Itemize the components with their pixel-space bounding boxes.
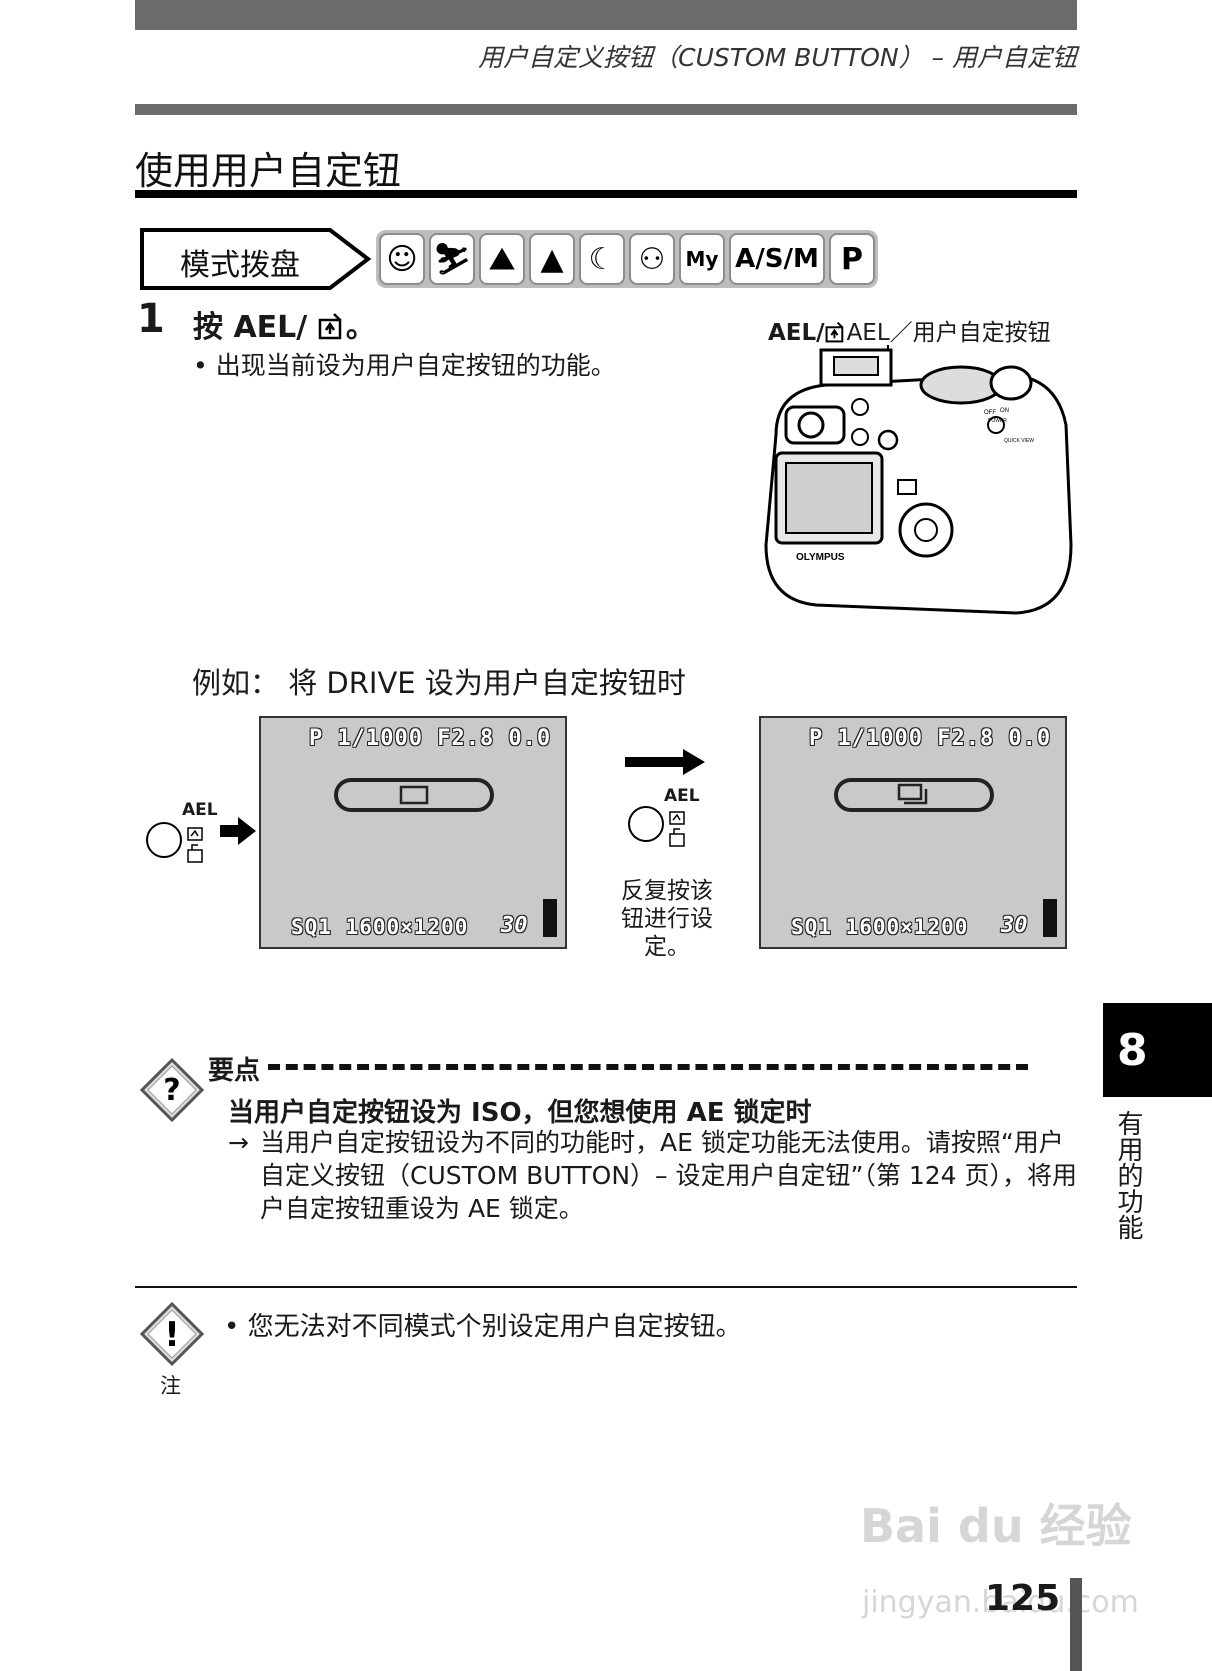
lcd-screen-after: P 1/1000 F2.8 0.0 SQ1 1600×1200 30	[759, 716, 1067, 949]
tips-divider	[268, 1064, 1028, 1070]
arrow-right-icon	[625, 749, 705, 775]
ael-label: AEL	[664, 786, 700, 806]
camera-illustration: OLYMPUS OFF ON POWER QUICK VIEW	[764, 345, 1073, 615]
custom-lock-icons	[187, 827, 203, 863]
single-frame-icon	[399, 785, 429, 805]
tips-body-text: 当用户自定按钮设为不同的功能时，AE 锁定功能无法使用。请按照“用户自定义按钮（…	[260, 1128, 1078, 1223]
arrow-tag-icon	[140, 228, 372, 290]
self-portrait-icon: ⚇	[629, 233, 675, 285]
drive-mode-pill	[334, 778, 494, 812]
arrow-right-icon	[220, 817, 256, 845]
night-scene-icon: ☾	[579, 233, 625, 285]
running-header: 用户自定义按钮（CUSTOM BUTTON） – 用户自定钮	[478, 43, 1077, 72]
camera-callout-text: AEL／用户自定按钮	[846, 320, 1051, 346]
lcd-shot-count: 30	[1001, 913, 1028, 938]
portrait-icon: ☺	[379, 233, 425, 285]
warning-diamond-icon: !	[140, 1302, 204, 1366]
sports-icon: ⛷	[429, 233, 475, 285]
lcd-top-info: P 1/1000 F2.8 0.0	[809, 726, 1052, 751]
tips-heading: 当用户自定按钮设为 ISO，但您想使用 AE 锁定时	[228, 1098, 812, 1128]
note-divider	[135, 1286, 1077, 1288]
chapter-tab-label: 有用的功能	[1113, 1110, 1143, 1240]
header-bar	[135, 0, 1077, 30]
sequential-shooting-icon	[897, 783, 928, 805]
note-text: • 您无法对不同模式个别设定用户自定按钮。	[224, 1312, 742, 1342]
power-on-text: ON	[1000, 408, 1009, 414]
section-rule	[135, 190, 1077, 198]
lcd-bottom-info: SQ1 1600×1200	[791, 915, 969, 939]
step-bullet: • 出现当前设为用户自定按钮的功能。	[193, 351, 616, 380]
mode-dial-label: 模式拨盘	[140, 228, 372, 290]
watermark-url: jingyan.baidu.com	[862, 1585, 1139, 1620]
button-circle-icon	[628, 806, 664, 842]
camera-callout-label: AEL/ AEL／用户自定按钮	[768, 313, 1051, 347]
step-instruction-suffix: 。	[345, 310, 376, 345]
step-number: 1	[137, 296, 165, 342]
svg-text:!: !	[164, 1315, 180, 1355]
camera-callout-bold: AEL/	[768, 320, 825, 346]
lcd-top-info: P 1/1000 F2.8 0.0	[309, 726, 552, 751]
landscape-icon: ▲	[529, 233, 575, 285]
landscape-portrait-icon: ⛰	[479, 233, 525, 285]
repeat-press-note: 反复按该钮进行设定。	[621, 878, 713, 960]
ael-button-diagram-left: AEL	[140, 800, 220, 890]
lcd-bottom-info: SQ1 1600×1200	[291, 915, 469, 939]
lcd-shot-count: 30	[501, 913, 528, 938]
arrow-right-icon: →	[228, 1128, 249, 1157]
asm-mode-label: A/S/M	[729, 233, 825, 285]
lcd-screen-before: P 1/1000 F2.8 0.0 SQ1 1600×1200 30	[259, 716, 567, 949]
step-instruction-text: 按 AEL/	[193, 310, 308, 345]
custom-button-icon	[318, 313, 341, 340]
button-circle-icon	[146, 822, 182, 858]
chapter-tab-number: 8	[1103, 1003, 1212, 1097]
battery-indicator	[1043, 899, 1057, 937]
drive-mode-pill	[834, 778, 994, 812]
power-off-text: OFF	[984, 410, 996, 416]
svg-text:?: ?	[163, 1073, 180, 1108]
example-caption: 例如： 将 DRIVE 设为用户自定按钮时	[192, 666, 686, 700]
section-title: 使用用户自定钮	[135, 149, 402, 193]
camera-brand-text: OLYMPUS	[796, 552, 845, 563]
question-diamond-icon: ?	[140, 1058, 204, 1122]
note-label: 注	[160, 1374, 181, 1398]
battery-indicator	[543, 899, 557, 937]
page-number: 125	[985, 1578, 1061, 1619]
mode-dial-text: 模式拨盘	[180, 248, 300, 283]
header-divider	[135, 104, 1077, 115]
custom-lock-icons	[669, 811, 685, 847]
program-mode-label: P	[829, 233, 875, 285]
mode-icon-strip: ☺ ⛷ ⛰ ▲ ☾ ⚇ My A/S/M P	[376, 230, 878, 288]
watermark-logo: Bai du 经验	[860, 1499, 1132, 1553]
page-edge-bar	[1070, 1578, 1082, 1671]
ael-label: AEL	[182, 800, 218, 820]
tips-title: 要点	[208, 1056, 261, 1086]
ael-button-diagram-middle: AEL	[624, 786, 704, 876]
tips-body: → 当用户自定按钮设为不同的功能时，AE 锁定功能无法使用。请按照“用户自定义按…	[228, 1126, 1080, 1225]
quick-view-text: QUICK VIEW	[1004, 438, 1034, 444]
my-mode-icon: My	[679, 233, 725, 285]
custom-button-icon	[825, 321, 843, 343]
step-instruction: 按 AEL/ 。	[193, 302, 376, 346]
power-text: POWER	[988, 418, 1007, 424]
